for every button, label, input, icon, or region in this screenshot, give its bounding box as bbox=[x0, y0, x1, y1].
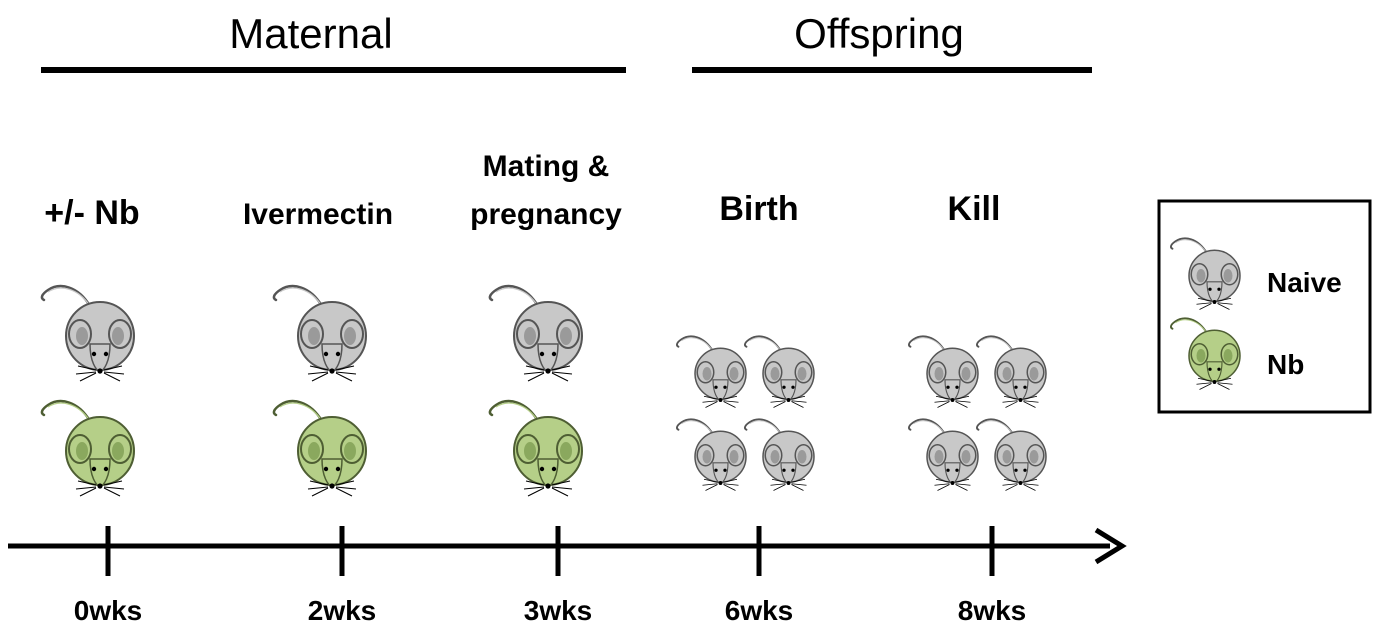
mouse-icon bbox=[42, 401, 134, 496]
tick-label-0: 0wks bbox=[74, 595, 143, 626]
tick-label-3: 3wks bbox=[524, 595, 593, 626]
tick-label-6: 6wks bbox=[725, 595, 794, 626]
mouse-icon bbox=[745, 419, 814, 490]
legend-nb-label: Nb bbox=[1267, 349, 1304, 380]
mouse-icon bbox=[909, 336, 978, 407]
event-mating-label-line2: pregnancy bbox=[470, 198, 622, 231]
tick-label-2: 2wks bbox=[308, 595, 377, 626]
legend-naive-label: Naive bbox=[1267, 267, 1342, 298]
mouse-icon bbox=[909, 419, 978, 490]
mouse-icon bbox=[490, 401, 582, 496]
event-nb-label: +/- Nb bbox=[44, 194, 139, 232]
phase-offspring-label: Offspring bbox=[794, 10, 964, 57]
event-birth-label: Birth bbox=[719, 190, 798, 228]
mouse-icon bbox=[490, 286, 582, 381]
legend-box bbox=[1159, 201, 1370, 412]
tick-label-8: 8wks bbox=[958, 595, 1027, 626]
mouse-icon bbox=[745, 336, 814, 407]
mouse-icon bbox=[42, 286, 134, 381]
mouse-icon bbox=[274, 286, 366, 381]
event-ivermectin-label: Ivermectin bbox=[243, 198, 393, 231]
mouse-icon bbox=[274, 401, 366, 496]
mouse-icon bbox=[677, 336, 746, 407]
event-kill-label: Kill bbox=[948, 190, 1001, 228]
event-mating-label-line1: Mating & bbox=[483, 150, 610, 183]
mouse-icon bbox=[677, 419, 746, 490]
mouse-icon bbox=[977, 419, 1046, 490]
phase-maternal-label: Maternal bbox=[229, 10, 392, 57]
mouse-icon bbox=[977, 336, 1046, 407]
